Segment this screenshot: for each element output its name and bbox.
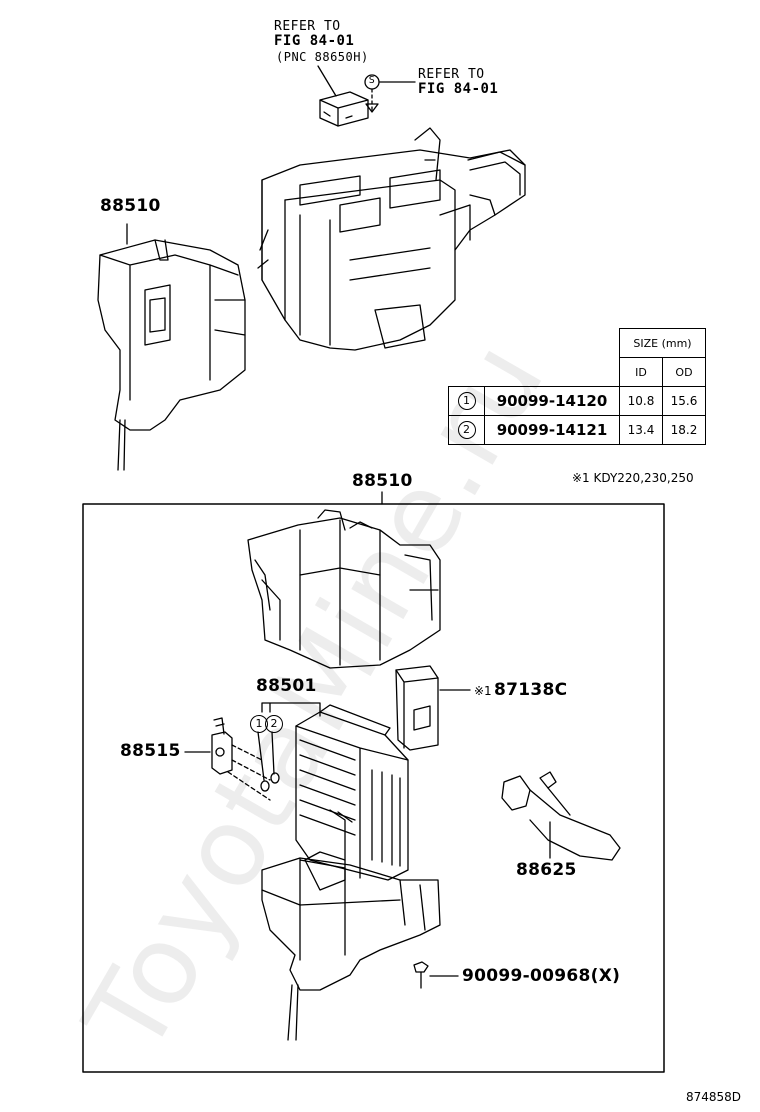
evaporator-drawing xyxy=(295,704,409,881)
sensor-harness-drawing xyxy=(501,771,621,861)
screw-drawing xyxy=(413,961,459,989)
oring-leaders xyxy=(257,702,321,792)
figure-code: 874858D xyxy=(686,1090,742,1104)
part-88625[interactable]: 88625 xyxy=(516,860,577,880)
col-id: ID xyxy=(619,357,663,387)
part-88510-top[interactable]: 88510 xyxy=(100,196,161,216)
assembly-frame xyxy=(82,503,665,1073)
blower-resistor-drawing xyxy=(395,665,471,751)
part-87138c[interactable]: 87138C xyxy=(494,680,568,700)
row2-id: 13.4 xyxy=(619,415,663,445)
row2-od: 18.2 xyxy=(662,415,706,445)
s-marker-label: S xyxy=(368,75,376,86)
refer-top-line2[interactable]: FIG 84-01 xyxy=(274,33,355,49)
footnote: ※1 KDY220,230,250 xyxy=(572,471,694,485)
row1-part[interactable]: 90099-14120 xyxy=(484,386,620,416)
s-screw-marker xyxy=(364,74,416,113)
amplifier-module-drawing xyxy=(317,65,369,127)
refer-top-line3: (PNC 88650H) xyxy=(276,50,369,64)
col-od: OD xyxy=(662,357,706,387)
row1-marker: 1 xyxy=(457,392,476,410)
part-88501[interactable]: 88501 xyxy=(256,676,317,696)
row2-marker: 2 xyxy=(457,421,476,439)
cooling-unit-assembly-small-drawing xyxy=(97,223,246,471)
part-88515[interactable]: 88515 xyxy=(120,741,181,761)
resistor-note-mark: ※1 xyxy=(474,684,492,698)
refer-right-line1: REFER TO xyxy=(418,67,485,82)
row2-part[interactable]: 90099-14121 xyxy=(484,415,620,445)
table-row: 1 90099-14120 10.8 15.6 xyxy=(448,386,706,416)
part-90099-00968[interactable]: 90099-00968(X) xyxy=(462,966,621,986)
part-88510-assembly[interactable]: 88510 xyxy=(352,471,413,491)
size-header: SIZE (mm) xyxy=(619,328,706,358)
refer-top-line1: REFER TO xyxy=(274,19,341,34)
table-row: 2 90099-14121 13.4 18.2 xyxy=(448,415,706,445)
oring-size-table: SIZE (mm) ID OD 1 90099-14120 10.8 15.6 … xyxy=(448,328,706,445)
row1-od: 15.6 xyxy=(662,386,706,416)
heater-unit-housing-drawing xyxy=(257,127,526,351)
row1-id: 10.8 xyxy=(619,386,663,416)
case-lower-drawing xyxy=(261,851,441,1041)
refer-right-line2[interactable]: FIG 84-01 xyxy=(418,81,499,97)
case-upper-drawing xyxy=(247,509,441,669)
oring-2-marker: 2 xyxy=(265,715,283,733)
